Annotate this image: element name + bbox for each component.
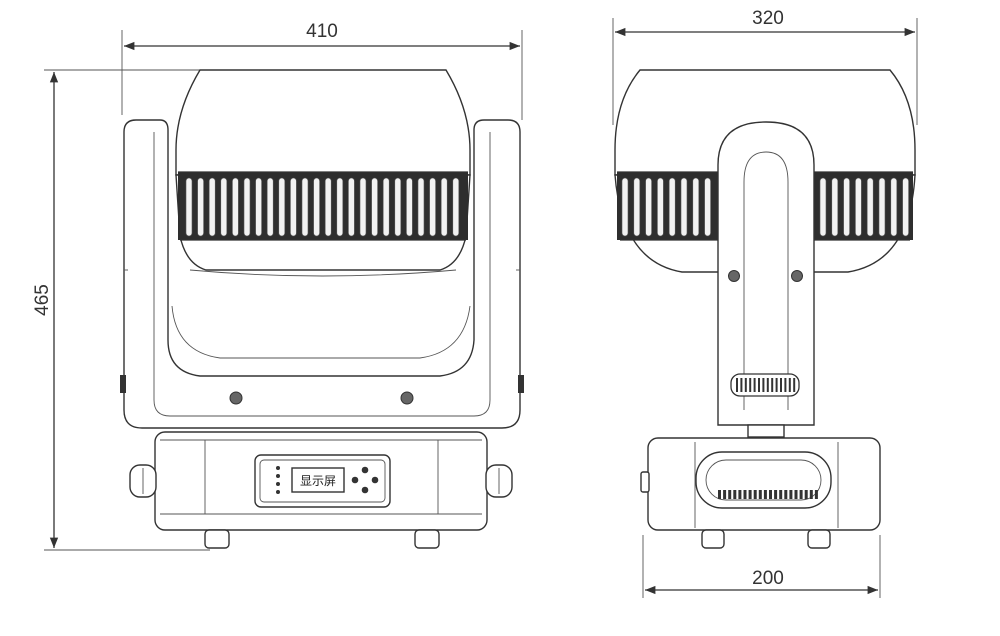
side-view: [614, 69, 916, 549]
display-screen-text: 显示屏: [300, 474, 336, 488]
dimension-side-width: 320: [612, 8, 918, 125]
dimension-front-width: 410: [121, 21, 523, 120]
foot: [204, 529, 230, 549]
display-screen: [291, 467, 345, 493]
side-arm: [717, 121, 815, 426]
control-buttons-icon: [351, 466, 379, 494]
dimension-front-height: 465: [32, 69, 210, 551]
front-view: 显示屏: [120, 69, 524, 549]
front-width-label: 410: [306, 21, 338, 42]
foot: [414, 529, 440, 549]
front-head: [175, 69, 471, 176]
front-height-label: 465: [32, 284, 53, 316]
front-fins: [178, 172, 468, 240]
dimension-base-width: 200: [642, 535, 881, 598]
side-width-label: 320: [752, 8, 784, 29]
yoke-left-arm: [123, 119, 521, 429]
control-panel: 显示屏: [254, 454, 391, 508]
base-width-label: 200: [752, 568, 784, 589]
side-fins: [617, 172, 913, 240]
screw-left-icon: [229, 391, 243, 405]
screw-right-icon: [400, 391, 414, 405]
